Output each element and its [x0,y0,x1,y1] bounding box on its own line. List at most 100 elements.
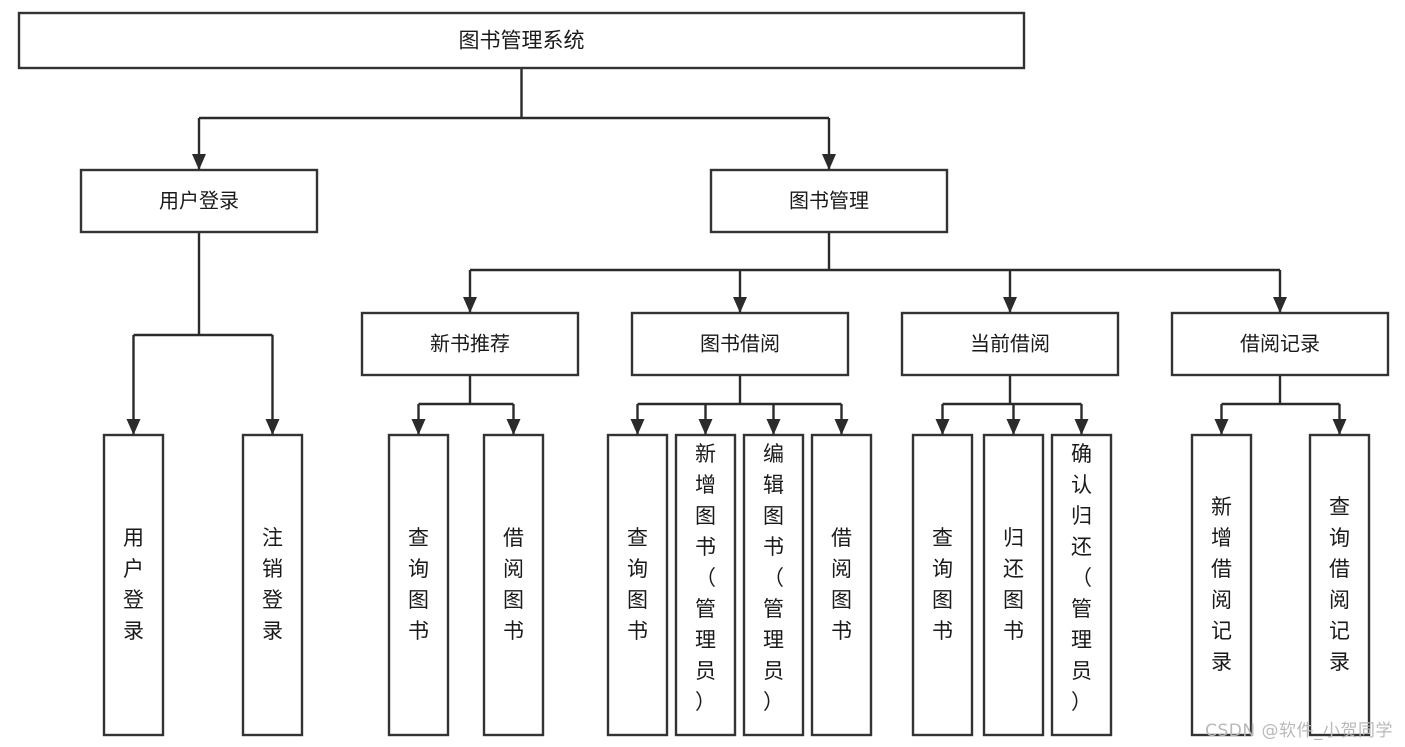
svg-text:（: （ [1071,566,1092,590]
level3-node-借阅记录-rect[interactable] [1170,311,1390,377]
svg-text:新: 新 [1211,495,1232,519]
root-node-图书管理系统-rect[interactable] [17,11,1026,70]
level2-node-图书管理-label: 图书管理 [789,189,869,213]
svg-text:查: 查 [627,526,648,550]
svg-text:理: 理 [763,628,784,652]
arrow-head-icon [834,419,849,435]
leaf-node-5-新增图书（管理员）-rect[interactable] [674,433,737,737]
leaf-node-0-用户登录-rect[interactable] [102,433,165,737]
svg-text:图: 图 [763,504,784,528]
svg-text:查: 查 [1329,495,1350,519]
svg-text:确: 确 [1071,442,1092,466]
arrow-head-icon [733,297,747,313]
svg-text:询: 询 [1329,526,1350,550]
svg-text:图: 图 [627,588,648,612]
level3-node-当前借阅[interactable]: 当前借阅 [900,311,1120,377]
arrow-head-icon [506,419,521,435]
svg-text:录: 录 [1211,650,1232,674]
svg-text:录: 录 [1329,650,1350,674]
level2-node-图书管理[interactable]: 图书管理 [709,168,949,234]
svg-text:借: 借 [1211,557,1232,581]
svg-text:）: ） [1071,690,1092,714]
svg-text:录: 录 [123,619,144,643]
level2-node-用户登录-label: 用户登录 [159,189,239,213]
leaf-node-7-借阅图书-rect[interactable] [810,433,873,737]
level2-node-图书管理-rect[interactable] [709,168,949,234]
svg-text:登: 登 [123,588,144,612]
root-node-图书管理系统-label: 图书管理系统 [459,29,585,53]
leaf-node-12-查询借阅记录-rect[interactable] [1308,433,1371,737]
svg-text:书: 书 [627,619,648,643]
svg-text:编: 编 [763,442,784,466]
level3-node-新书推荐-rect[interactable] [360,311,580,377]
svg-text:询: 询 [408,557,429,581]
level3-node-当前借阅-label: 当前借阅 [970,332,1050,356]
level3-node-图书借阅-label: 图书借阅 [700,332,780,356]
svg-text:归: 归 [1071,504,1092,528]
svg-text:书: 书 [932,619,953,643]
arrow-head-icon [935,419,950,435]
svg-text:）: ） [763,690,784,714]
svg-text:员: 员 [1071,659,1092,683]
leaf-node-10-确认归还（管理员）-rect[interactable] [1050,433,1113,737]
svg-text:增: 增 [1211,526,1232,550]
connectors-layer [126,68,1347,435]
svg-text:书: 书 [695,535,716,559]
leaf-node-4-查询图书-rect[interactable] [606,433,669,737]
leaf-node-2-查询图书-rect[interactable] [387,433,450,737]
arrow-head-icon [822,154,836,170]
level3-node-当前借阅-rect[interactable] [900,311,1120,377]
leaf-node-6-编辑图书（管理员）-rect[interactable] [742,433,805,737]
level2-node-用户登录-rect[interactable] [79,168,319,234]
leaf-node-3-借阅图书-rect[interactable] [482,433,545,737]
leaf-node-1-注销登录-rect[interactable] [241,433,304,737]
svg-text:借: 借 [503,526,524,550]
arrow-head-icon [265,419,280,435]
leaf-node-0-用户登录-label: 用户登录 [123,526,144,643]
svg-text:新: 新 [695,442,716,466]
arrow-head-icon [411,419,426,435]
svg-text:记: 记 [1329,619,1350,643]
leaf-node-0-用户登录[interactable]: 用户登录 [102,433,165,737]
svg-text:查: 查 [932,526,953,550]
level3-node-新书推荐-label: 新书推荐 [430,332,510,356]
level3-node-新书推荐[interactable]: 新书推荐 [360,311,580,377]
leaf-node-9-归还图书-rect[interactable] [982,433,1045,737]
svg-text:管: 管 [695,597,716,621]
svg-text:销: 销 [262,557,283,581]
svg-text:图: 图 [503,588,524,612]
arrow-head-icon [1332,419,1347,435]
svg-text:记: 记 [1211,619,1232,643]
level3-node-借阅记录[interactable]: 借阅记录 [1170,311,1390,377]
level2-node-用户登录[interactable]: 用户登录 [79,168,319,234]
leaf-node-8-查询图书-rect[interactable] [911,433,974,737]
root-node-图书管理系统[interactable]: 图书管理系统 [17,11,1026,70]
level3-node-图书借阅-rect[interactable] [630,311,850,377]
svg-text:书: 书 [1003,619,1024,643]
leaf-node-11-新增借阅记录-rect[interactable] [1190,433,1253,737]
svg-text:图: 图 [695,504,716,528]
svg-text:询: 询 [627,557,648,581]
level3-node-图书借阅[interactable]: 图书借阅 [630,311,850,377]
svg-text:员: 员 [695,659,716,683]
arrow-head-icon [1006,419,1021,435]
